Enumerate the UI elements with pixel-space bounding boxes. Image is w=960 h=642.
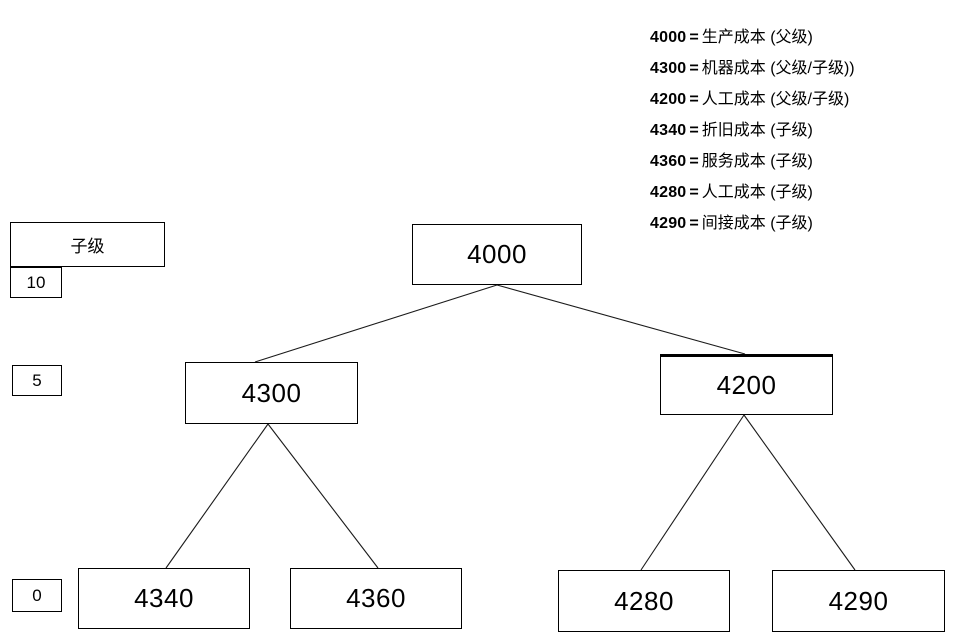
level-header-label: 子级 — [70, 237, 105, 256]
legend-item: 4340=折旧成本 (子级) — [650, 115, 950, 146]
legend-code: 4000 — [650, 29, 687, 46]
legend-separator: = — [689, 215, 699, 232]
legend-item: 4000=生产成本 (父级) — [650, 22, 950, 53]
tree-node-label: 4360 — [346, 583, 406, 613]
tree-node-label: 4290 — [828, 585, 889, 616]
legend-code: 4200 — [650, 91, 687, 108]
tree-node-label: 4200 — [716, 370, 777, 400]
legend-item: 4200=人工成本 (父级/子级) — [650, 84, 950, 115]
level-marker-5: 5 — [12, 365, 62, 396]
legend-label: 机器成本 (父级/子级)) — [701, 60, 855, 77]
legend-separator: = — [689, 29, 699, 46]
level-marker-value: 10 — [26, 272, 46, 292]
level-marker-value: 0 — [32, 585, 42, 605]
tree-node-4290[interactable]: 4290 — [772, 570, 945, 632]
legend-separator: = — [689, 122, 699, 139]
legend-code: 4280 — [650, 184, 687, 201]
legend-item: 4300=机器成本 (父级/子级)) — [650, 53, 950, 84]
level-marker-10: 10 — [10, 267, 62, 298]
level-marker-value: 5 — [32, 370, 42, 390]
legend: 4000=生产成本 (父级) 4300=机器成本 (父级/子级)) 4200=人… — [650, 22, 950, 239]
tree-node-4000[interactable]: 4000 — [412, 224, 582, 285]
level-marker-0: 0 — [12, 579, 62, 612]
legend-code: 4290 — [650, 215, 687, 232]
legend-item: 4290=间接成本 (子级) — [650, 208, 950, 239]
legend-label: 人工成本 (父级/子级) — [701, 91, 850, 108]
legend-separator: = — [689, 60, 699, 77]
legend-label: 间接成本 (子级) — [701, 215, 813, 232]
tree-node-4360[interactable]: 4360 — [290, 568, 462, 629]
legend-code: 4340 — [650, 122, 687, 139]
legend-separator: = — [689, 153, 699, 170]
edge-4000-4200 — [496, 284, 746, 355]
legend-item: 4280=人工成本 (子级) — [650, 177, 950, 208]
tree-node-label: 4340 — [134, 583, 194, 613]
tree-node-4340[interactable]: 4340 — [78, 568, 250, 629]
edge-4200-4280 — [640, 414, 745, 571]
legend-separator: = — [689, 91, 699, 108]
tree-node-label: 4000 — [467, 239, 527, 269]
legend-code: 4360 — [650, 153, 687, 170]
legend-label: 折旧成本 (子级) — [701, 122, 813, 139]
tree-node-4280[interactable]: 4280 — [558, 570, 730, 632]
edge-4000-4300 — [254, 284, 498, 363]
level-header-box: 子级 — [10, 222, 165, 267]
tree-node-label: 4280 — [614, 585, 674, 616]
edge-4200-4290 — [743, 414, 856, 571]
legend-label: 生产成本 (父级) — [701, 29, 813, 46]
legend-separator: = — [689, 184, 699, 201]
legend-item: 4360=服务成本 (子级) — [650, 146, 950, 177]
tree-node-4300[interactable]: 4300 — [185, 362, 358, 424]
edge-4300-4340 — [165, 423, 269, 569]
legend-code: 4300 — [650, 60, 687, 77]
tree-node-4200[interactable]: 4200 — [660, 354, 833, 415]
legend-label: 服务成本 (子级) — [701, 153, 813, 170]
edge-4300-4360 — [267, 423, 379, 569]
legend-label: 人工成本 (子级) — [701, 184, 813, 201]
tree-node-label: 4300 — [241, 377, 302, 408]
